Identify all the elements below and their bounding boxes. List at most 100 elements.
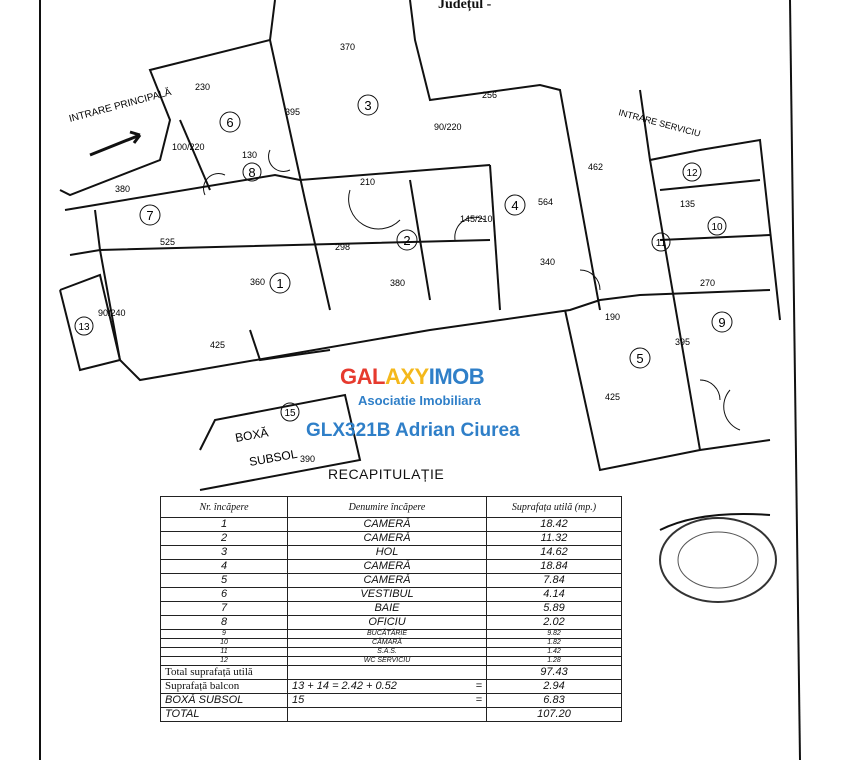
cell-name: OFICIU — [287, 615, 487, 630]
svg-text:145/210: 145/210 — [460, 214, 493, 224]
room-15: 15 — [280, 402, 300, 422]
svg-text:9: 9 — [718, 315, 725, 330]
svg-text:13: 13 — [78, 322, 90, 333]
cell-name: BUCĂTĂRIE — [287, 629, 487, 639]
cell-nr: 2 — [160, 531, 288, 546]
svg-text:8: 8 — [248, 165, 255, 180]
svg-text:525: 525 — [160, 237, 175, 247]
county-header: Județul - — [438, 0, 492, 12]
cell-name: VESTIBUL — [287, 587, 487, 602]
cell-area: 9.82 — [486, 629, 622, 639]
svg-text:10: 10 — [711, 222, 723, 233]
room-11: 11 — [651, 232, 671, 252]
brand-tagline: Asociatie Imobiliara — [358, 393, 481, 408]
entrance-main-label: INTRARE PRINCIPALĂ — [67, 85, 172, 125]
cell-nr: 5 — [160, 573, 288, 588]
room-1: 1 — [269, 272, 291, 294]
cell-name: CAMERĂ — [287, 559, 487, 574]
cell-area: 5.89 — [486, 601, 622, 616]
recap-table: Nr. încăpere Denumire încăpere Suprafața… — [160, 496, 622, 722]
cell-area: 1.28 — [486, 656, 622, 666]
svg-text:270: 270 — [700, 278, 715, 288]
cell-nr: 8 — [160, 615, 288, 630]
dimension-labels: 370 230 380 525 360 425 395 298 210 380 … — [98, 42, 715, 464]
basement-label: SUBSOL — [248, 447, 299, 469]
svg-text:130: 130 — [242, 150, 257, 160]
svg-text:395: 395 — [675, 337, 690, 347]
svg-text:4: 4 — [511, 198, 518, 213]
cell-name: CAMERĂ — [287, 517, 487, 532]
cell-nr: 4 — [160, 559, 288, 574]
svg-text:370: 370 — [340, 42, 355, 52]
cell-nr: 6 — [160, 587, 288, 602]
cell-name: CĂMARĂ — [287, 638, 487, 648]
cell-area: 7.84 — [486, 573, 622, 588]
svg-text:15: 15 — [284, 408, 296, 419]
room-10: 10 — [707, 216, 727, 236]
cell-name: CAMERĂ — [287, 573, 487, 588]
cell-area: 4.14 — [486, 587, 622, 602]
agent-watermark: GLX321B Adrian Ciurea — [306, 420, 520, 441]
svg-text:380: 380 — [115, 184, 130, 194]
cell-nr: 9 — [160, 629, 288, 639]
svg-text:298: 298 — [335, 242, 350, 252]
svg-text:462: 462 — [588, 162, 603, 172]
svg-text:2: 2 — [403, 233, 410, 248]
svg-text:100/220: 100/220 — [172, 142, 205, 152]
cell-area: 2.02 — [486, 615, 622, 630]
cell-area: 14.62 — [486, 545, 622, 560]
room-8: 8 — [242, 162, 262, 182]
svg-text:395: 395 — [285, 107, 300, 117]
svg-text:425: 425 — [210, 340, 225, 350]
cell-name: HOL — [287, 545, 487, 560]
official-stamp — [659, 513, 777, 603]
room-2: 2 — [396, 229, 418, 251]
svg-text:11: 11 — [656, 238, 667, 249]
svg-text:3: 3 — [364, 98, 371, 113]
cell-name: BAIE — [287, 601, 487, 616]
svg-text:390: 390 — [300, 454, 315, 464]
cell-nr: 12 — [160, 656, 288, 666]
room-4: 4 — [504, 194, 526, 216]
cell-name: S.A.S. — [287, 647, 487, 657]
svg-text:12: 12 — [686, 168, 698, 179]
svg-text:7: 7 — [146, 208, 153, 223]
svg-text:256: 256 — [482, 90, 497, 100]
entrance-service-label: INTRARE SERVICIU — [617, 107, 701, 138]
room-3: 3 — [357, 94, 379, 116]
cell-nr: 11 — [160, 647, 288, 657]
svg-text:190: 190 — [605, 312, 620, 322]
room-6: 6 — [219, 111, 241, 133]
basement-box-label: BOXĂ — [234, 424, 269, 445]
room-12: 12 — [682, 162, 702, 182]
svg-text:90/240: 90/240 — [98, 308, 126, 318]
cell-area: 1.82 — [486, 638, 622, 648]
svg-text:135: 135 — [680, 199, 695, 209]
walls — [39, 0, 801, 761]
cell-nr: 3 — [160, 545, 288, 560]
recap-title: RECAPITULAȚIE — [328, 466, 445, 482]
cell-area: 18.84 — [486, 559, 622, 574]
room-9: 9 — [711, 311, 733, 333]
room-5: 5 — [629, 347, 651, 369]
cell-area: 1.42 — [486, 647, 622, 657]
svg-text:380: 380 — [390, 278, 405, 288]
cell-nr: 7 — [160, 601, 288, 616]
table-header: Nr. încăpere Denumire încăpere Suprafața… — [160, 496, 622, 518]
arrow-icon — [89, 130, 142, 157]
svg-text:425: 425 — [605, 392, 620, 402]
brand-logo: GALAXYIMOB — [340, 364, 485, 389]
